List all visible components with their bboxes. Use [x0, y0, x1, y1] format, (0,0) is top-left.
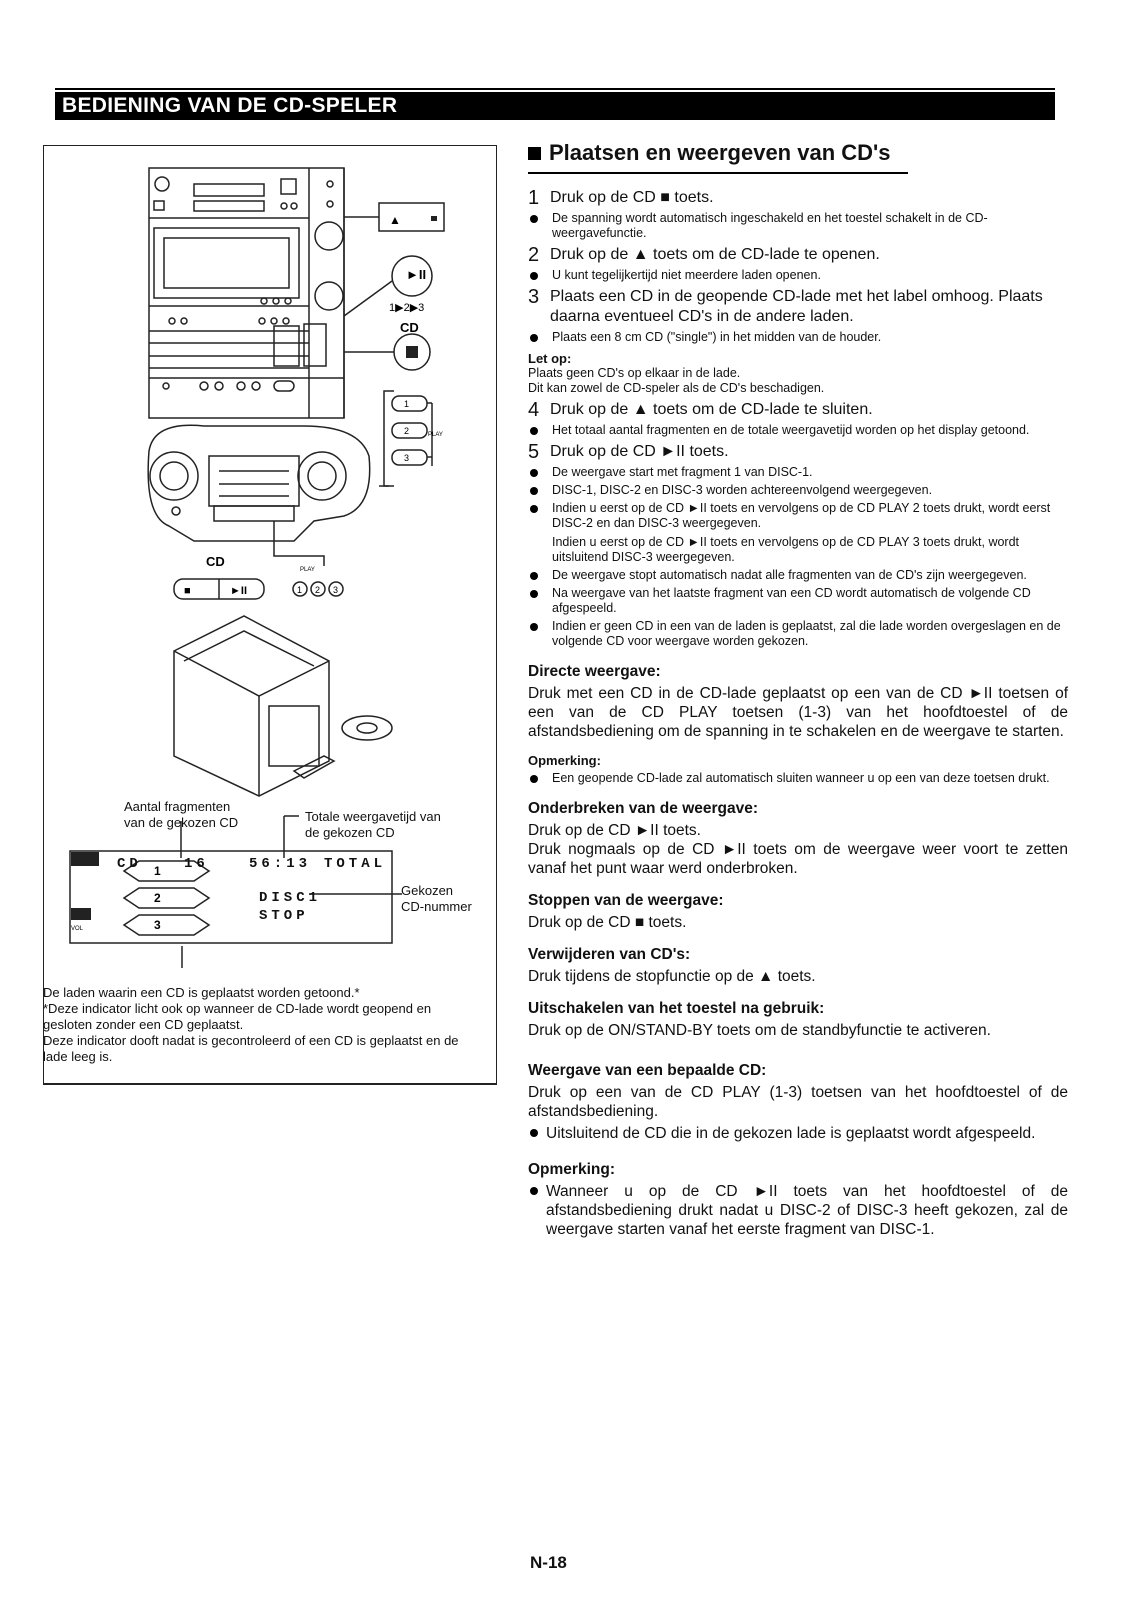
cd-label: CD — [400, 320, 419, 335]
step-5-bullet-3: Indien u eerst op de CD ►II toets en ver… — [528, 501, 1068, 531]
step-2-bullet: U kunt tegelijkertijd niet meerdere lade… — [528, 268, 1068, 283]
step-1-bullet: De spanning wordt automatisch ingeschake… — [528, 211, 1068, 241]
figure-panel: ►II 1▶2▶3 CD 1 2 3 PLAY CD PLAY ■ ►II 1 … — [43, 145, 497, 1085]
callout-time: Totale weergavetijd van de gekozen CD — [305, 809, 441, 840]
step-5-bullet-4: De weergave stopt automatisch nadat alle… — [528, 568, 1068, 583]
lcd-tracks: 16 — [184, 856, 209, 872]
remote-play-label: PLAY — [300, 567, 315, 573]
bullet-icon — [530, 590, 538, 598]
disc-sequence: 1▶2▶3 — [389, 302, 424, 314]
cd-unit-isometric — [173, 615, 330, 797]
bullet-icon — [530, 572, 538, 580]
lcd-disc: DISC1 — [259, 890, 322, 906]
step-5-bullet-2: DISC-1, DISC-2 en DISC-3 worden achteree… — [528, 483, 1068, 498]
bullet-icon — [530, 505, 538, 513]
bullet-icon — [530, 272, 538, 280]
page-title: BEDIENING VAN DE CD-SPELER — [62, 94, 398, 117]
tray-2-label: 2 — [404, 426, 409, 436]
figure-illustration: ►II 1▶2▶3 CD 1 2 3 PLAY CD PLAY ■ ►II 1 … — [69, 167, 445, 968]
direct-title: Directe weergave: — [528, 663, 661, 680]
stop-glyph — [406, 346, 418, 358]
step-3-bullet: Plaats een 8 cm CD ("single") in het mid… — [528, 330, 1068, 345]
remote-btn-2: 2 — [315, 585, 320, 595]
eject-glyph: ▲ — [389, 213, 401, 227]
step-4-bullet: Het totaal aantal fragmenten en de total… — [528, 423, 1068, 438]
lcd-tray-2: 2 — [154, 891, 161, 905]
off-title: Uitschakelen van het toestel na gebruik: — [528, 1000, 825, 1017]
remote-play-glyph: ►II — [230, 585, 247, 597]
remove-title: Verwijderen van CD's: — [528, 946, 691, 963]
page-number: N-18 — [530, 1553, 567, 1572]
opmerking-2-title: Opmerking: — [528, 1161, 615, 1178]
specific-line-1: Druk op een van de CD PLAY (1-3) toetsen… — [528, 1084, 1068, 1120]
section-title: Plaatsen en weergeven van CD's — [528, 140, 908, 174]
play-pause-callout — [391, 255, 433, 297]
remove-line-1: Druk tijdens de stopfunctie op de ▲ toet… — [528, 968, 816, 985]
step-5-bullet-6: Indien er geen CD in een van de laden is… — [528, 619, 1068, 649]
step-5-bullet-5: Na weergave van het laatste fragment van… — [528, 586, 1068, 616]
stop-line-1: Druk op de CD ■ toets. — [528, 914, 687, 931]
bullet-icon — [530, 427, 538, 435]
specific-bullet: Uitsluitend de CD die in de gekozen lade… — [528, 1124, 1068, 1143]
remote-stop-glyph: ■ — [184, 585, 191, 597]
stop-title: Stoppen van de weergave: — [528, 892, 724, 909]
step-5-bullet-3-cont: Indien u eerst op de CD ►II toets en ver… — [552, 535, 1020, 564]
bullet-icon — [530, 334, 538, 342]
header-rule — [55, 88, 1055, 90]
pause-title: Onderbreken van de weergave: — [528, 800, 759, 817]
bullet-icon — [530, 1187, 538, 1195]
let-op-line-2: Dit kan zowel de CD-speler als de CD's b… — [528, 381, 825, 395]
lcd-total: TOTAL — [324, 856, 387, 872]
callout-fragments: Aantal fragmenten van de gekozen CD — [124, 799, 239, 830]
figure-footnote: De laden waarin een CD is geplaatst word… — [43, 985, 459, 1064]
opmerking-1-title: Opmerking: — [528, 753, 601, 768]
let-op-title: Let op: — [528, 351, 572, 366]
bullet-icon — [530, 487, 538, 495]
header-bar — [55, 92, 1055, 120]
bullet-icon — [530, 775, 538, 783]
play-pause-glyph: ►II — [406, 267, 426, 282]
lcd-stop: STOP — [259, 908, 309, 924]
tray-3-label: 3 — [404, 453, 409, 463]
pause-line-1: Druk op de CD ►II toets. — [528, 822, 701, 839]
lcd-display — [69, 850, 393, 944]
play-label: PLAY — [428, 432, 443, 438]
off-line-1: Druk op de ON/STAND-BY toets om de stand… — [528, 1022, 991, 1039]
direct-body: Druk met een CD in de CD-lade geplaatst … — [528, 685, 1068, 740]
let-op-line-1: Plaats geen CD's op elkaar in de lade. — [528, 366, 741, 380]
callout-disc-number: Gekozen CD-nummer — [401, 883, 472, 914]
lcd-time: 56:13 — [249, 856, 312, 872]
lcd-tray-3: 3 — [154, 918, 161, 932]
bullet-icon — [530, 1129, 538, 1137]
bullet-icon — [530, 469, 538, 477]
lcd-tray-1: 1 — [154, 864, 161, 878]
remote-control — [147, 424, 371, 542]
bullet-icon — [530, 623, 538, 631]
specific-title: Weergave van een bepaalde CD: — [528, 1062, 767, 1079]
tray-1-label: 1 — [404, 399, 409, 409]
opmerking-1-bullet: Een geopende CD-lade zal automatisch slu… — [528, 771, 1068, 786]
remote-cd-label: CD — [206, 554, 225, 569]
step-5-bullet-1: De weergave start met fragment 1 van DIS… — [528, 465, 1068, 480]
pause-line-2: Druk nogmaals op de CD ►II toets om de w… — [528, 841, 1068, 877]
section-bullet-icon — [528, 146, 541, 160]
bullet-icon — [530, 215, 538, 223]
lcd-vol: VOL — [71, 926, 84, 932]
lcd-cd: CD — [117, 856, 142, 872]
opmerking-2-bullet: Wanneer u op de CD ►II toets van het hoo… — [528, 1182, 1068, 1239]
remote-btn-3: 3 — [333, 585, 338, 595]
remote-btn-1: 1 — [297, 585, 302, 595]
